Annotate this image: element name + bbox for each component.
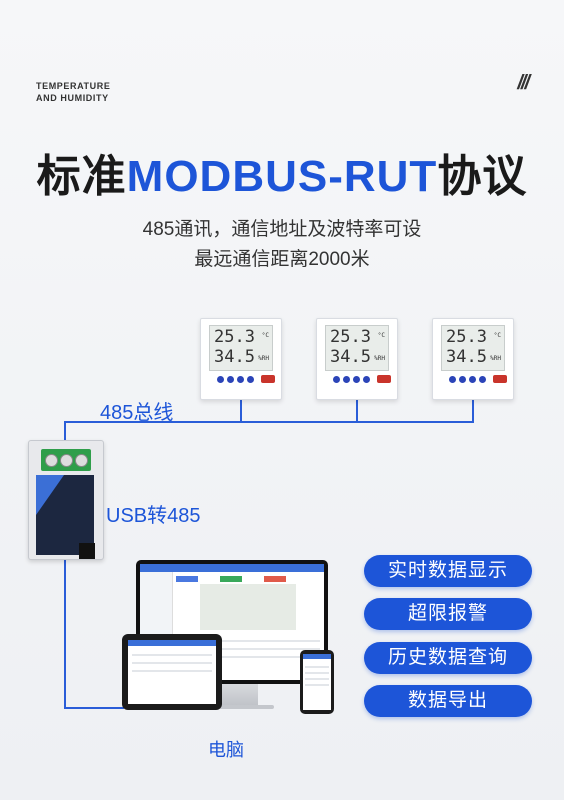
brand-line-1: TEMPERATURE (36, 81, 111, 91)
bus-line (64, 421, 474, 423)
humidity-value: 34.5 (446, 347, 487, 367)
sensor-lcd: 25.3 °C 34.5 %RH (325, 325, 389, 371)
wire-sensor-3 (472, 396, 474, 422)
humidity-value: 34.5 (214, 347, 255, 367)
feature-realtime-display: 实时数据显示 (364, 555, 532, 587)
subtitle-line-1: 485通讯，通信地址及波特率可设 (142, 219, 422, 240)
humidity-unit: %RH (374, 355, 385, 362)
brand-line-2: AND HUMIDITY (36, 93, 109, 103)
phone-screen (303, 654, 331, 710)
sensor-logo-icon (493, 375, 507, 383)
sensor-device: 25.3 °C 34.5 %RH (432, 318, 514, 400)
title-suffix: 协议 (437, 152, 528, 201)
feature-history-query: 历史数据查询 (364, 642, 532, 674)
sensor-buttons (449, 376, 486, 383)
page-title: 标准MODBUS-RUT协议 (0, 140, 564, 204)
temperature-value: 25.3 (214, 327, 255, 347)
monitor-base (196, 705, 274, 709)
wire-sensor-1 (240, 396, 242, 422)
sensor-logo-icon (261, 375, 275, 383)
subtitle-line-2: 最远通信距离2000米 (194, 249, 370, 270)
wire-sensor-2 (356, 396, 358, 422)
usb-port-icon (79, 543, 95, 559)
brand-text: TEMPERATURE AND HUMIDITY (36, 80, 110, 104)
sensor-lcd: 25.3 °C 34.5 %RH (209, 325, 273, 371)
wire-converter-down (64, 558, 66, 708)
title-highlight: MODBUS-RUT (126, 152, 438, 201)
humidity-value: 34.5 (330, 347, 371, 367)
usb-label: USB转485 (106, 505, 201, 527)
sensor-device: 25.3 °C 34.5 %RH (200, 318, 282, 400)
humidity-unit: %RH (490, 355, 501, 362)
feature-data-export: 数据导出 (364, 685, 532, 717)
sensor-logo-icon (377, 375, 391, 383)
tablet-screen (128, 640, 216, 704)
temperature-value: 25.3 (446, 327, 487, 347)
humidity-unit: %RH (258, 355, 269, 362)
map-panel (200, 584, 296, 630)
feature-over-limit-alarm: 超限报警 (364, 598, 532, 630)
temperature-unit: °C (261, 332, 269, 339)
wire-to-pc (64, 707, 124, 709)
converter-stripe (36, 475, 64, 515)
pc-label: 电脑 (208, 740, 244, 760)
wire-converter-top (64, 421, 66, 443)
usb-485-converter (28, 440, 104, 560)
slash-mark: /// (517, 72, 530, 94)
title-prefix: 标准 (36, 152, 127, 201)
sensor-lcd: 25.3 °C 34.5 %RH (441, 325, 505, 371)
monitor-stand (210, 684, 258, 706)
temperature-unit: °C (493, 332, 501, 339)
temperature-unit: °C (377, 332, 385, 339)
terminal-block (41, 449, 91, 471)
sensor-device: 25.3 °C 34.5 %RH (316, 318, 398, 400)
sensor-buttons (217, 376, 254, 383)
phone (300, 650, 334, 714)
temperature-value: 25.3 (330, 327, 371, 347)
bus-label: 485总线 (100, 402, 174, 424)
sensor-buttons (333, 376, 370, 383)
tablet (122, 634, 222, 710)
